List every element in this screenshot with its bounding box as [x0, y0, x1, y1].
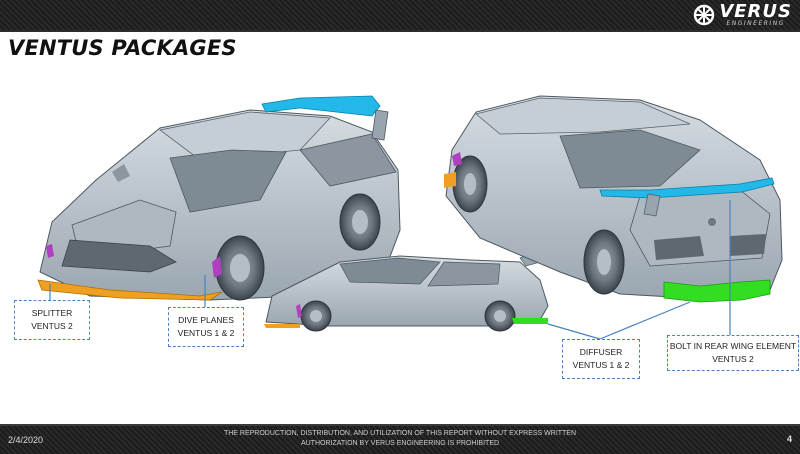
diffuser-highlight	[663, 279, 771, 303]
dive-plane-highlight-front-left	[46, 244, 54, 258]
footer-copyright-notice: THE REPRODUCTION, DISTRIBUTION, AND UTIL…	[150, 429, 650, 449]
callout-diffuser-package: VENTUS 1 & 2	[572, 360, 630, 370]
dive-plane-highlight-front	[212, 256, 222, 278]
callout-diffuser-title: DIFFUSER	[579, 347, 623, 357]
splitter-highlight-side	[264, 324, 300, 328]
car-rear-view	[445, 95, 783, 299]
footer-bar: 2/4/2020 THE REPRODUCTION, DISTRIBUTION,…	[0, 424, 800, 454]
logo-wordmark: VERUS	[719, 0, 792, 22]
rear-wing-highlight	[599, 177, 775, 199]
footer-notice-line-1: THE REPRODUCTION, DISTRIBUTION, AND UTIL…	[223, 430, 577, 437]
callout-dive-planes-package: VENTUS 1 & 2	[177, 328, 235, 338]
callout-rear-wing-package: VENTUS 2	[712, 354, 754, 364]
footer-notice-line-2: AUTHORIZATION BY VERUS ENGINEERING IS PR…	[300, 440, 500, 447]
callout-dive-planes: DIVE PLANES VENTUS 1 & 2	[168, 307, 244, 347]
car-side-view	[265, 251, 549, 332]
callout-diffuser: DIFFUSER VENTUS 1 & 2	[562, 339, 640, 379]
callout-dive-planes-title: DIVE PLANES	[178, 315, 234, 325]
logo-subtitle: ENGINEERING	[726, 19, 785, 27]
callout-splitter-title: SPLITTER	[31, 308, 73, 318]
footer-page-number: 4	[786, 434, 792, 444]
callout-rear-wing: BOLT IN REAR WING ELEMENT VENTUS 2	[667, 335, 799, 371]
brand-logo: VERUS ENGINEERING	[693, 0, 792, 27]
dive-plane-highlight-side	[296, 304, 302, 318]
gear-wheel-icon	[694, 4, 715, 26]
callout-leaders	[49, 200, 731, 340]
footer-date: 2/4/2020	[8, 435, 44, 445]
diffuser-highlight-side	[512, 318, 548, 324]
splitter-highlight	[37, 279, 223, 301]
callout-splitter-package: VENTUS 2	[31, 321, 73, 331]
header-bar: VERUS ENGINEERING	[0, 0, 800, 32]
callout-splitter: SPLITTER VENTUS 2	[14, 300, 90, 340]
dive-plane-highlight-rear-view	[452, 152, 462, 166]
car-front-view	[39, 109, 401, 301]
callout-rear-wing-title: BOLT IN REAR WING ELEMENT	[669, 341, 797, 351]
splitter-highlight-rear-view	[444, 172, 456, 188]
slide-title: VENTUS PACKAGES	[8, 36, 237, 60]
